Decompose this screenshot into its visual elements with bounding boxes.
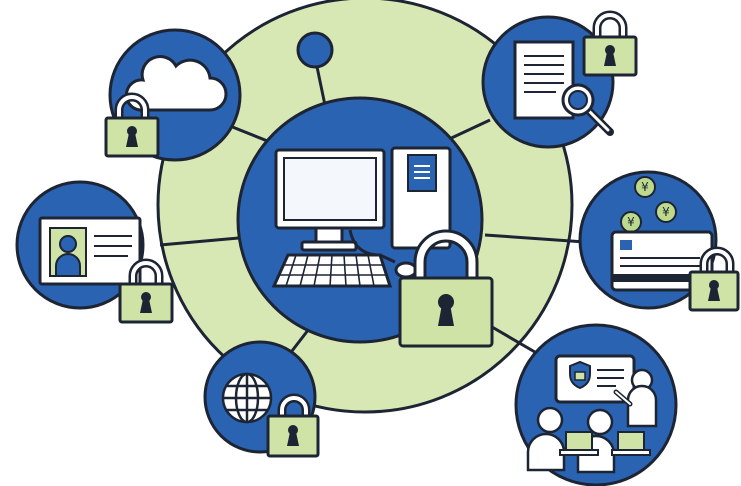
document-padlock-icon <box>582 10 638 77</box>
monitor-icon <box>274 148 386 252</box>
coin-symbol: ¥ <box>627 215 635 229</box>
id-card-node <box>15 180 174 324</box>
mouse-icon <box>394 261 418 279</box>
presenter-icon <box>613 368 658 428</box>
payment-padlock-icon <box>688 246 740 312</box>
id-card-icon <box>38 216 142 286</box>
document-node <box>481 10 638 149</box>
globe-padlock-icon <box>266 393 320 458</box>
laptop-icon <box>559 431 651 456</box>
payment-node: ¥ ¥ ¥ <box>578 170 740 312</box>
presentation-board-icon <box>554 354 636 404</box>
coin-symbol: ¥ <box>662 205 670 219</box>
id-card-padlock-icon <box>118 258 174 324</box>
center-padlock-icon <box>398 229 494 348</box>
keyboard-icon <box>271 253 393 288</box>
globe-icon <box>221 372 273 424</box>
credit-card-icon <box>610 230 714 292</box>
coins-icon: ¥ ¥ ¥ <box>620 176 677 233</box>
coin-symbol: ¥ <box>641 180 649 194</box>
cloud-padlock-icon <box>104 92 160 158</box>
globe-node <box>203 340 320 458</box>
document-icon <box>513 40 575 120</box>
magnifier-icon <box>561 83 614 136</box>
meeting-node <box>514 323 678 486</box>
cloud-node <box>104 28 242 162</box>
cloud-icon <box>124 55 228 112</box>
top-dot-node <box>296 31 334 69</box>
